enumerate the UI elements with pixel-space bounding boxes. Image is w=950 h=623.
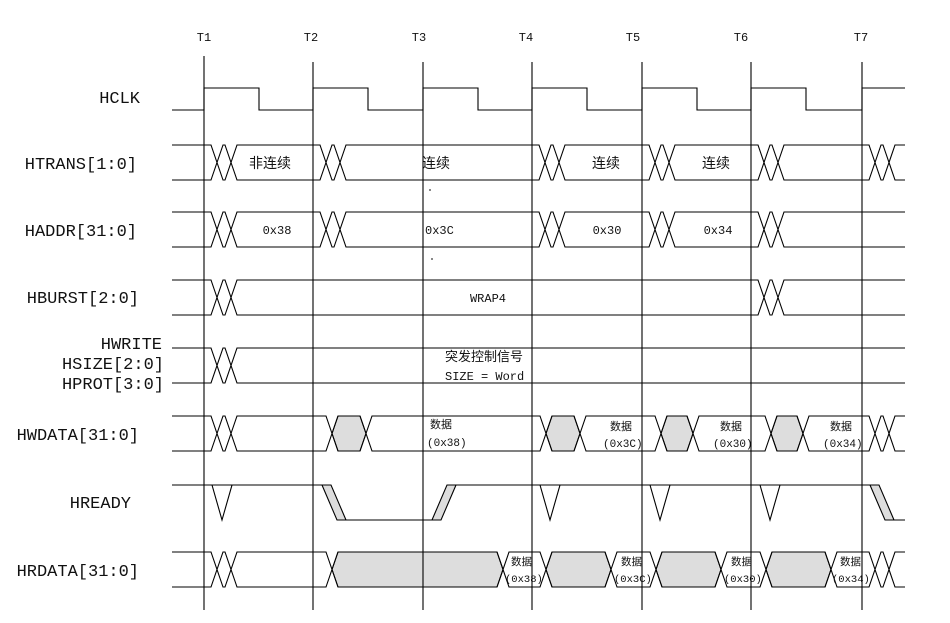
haddr-value: 0x30 [593,224,622,238]
time-marker-t2: T2 [304,31,318,45]
haddr-bus-bottom [172,211,905,248]
clock-edge-lines [203,56,863,610]
signal-label-hwrite: HWRITE [101,336,162,355]
hwdata-bus-top [172,415,905,452]
hwdata-value: (0x38) [427,438,467,450]
htrans-bus-bottom [172,144,905,181]
signal-label-hprot: HPROT[3:0] [62,376,164,395]
stray-mark [431,258,433,260]
haddr-row: 0x38 0x3C 0x30 0x34 [172,211,905,260]
hrdata-value-label: 数据 [731,555,752,569]
control-bus-bottom [172,347,905,384]
hwdata-invalid-region [545,415,581,452]
hwdata-value: (0x30) [713,439,753,451]
hburst-value: WRAP4 [470,292,506,306]
control-row: 突发控制信号 SIZE = Word [172,347,905,384]
hrdata-bus-bottom [172,551,905,588]
signal-labels: HCLK HTRANS[1:0] HADDR[31:0] HBURST[2:0]… [17,90,164,582]
hclk-waveform [172,87,905,111]
htrans-row: 非连续 连续 连续 连续 [172,144,905,191]
haddr-value: 0x3C [425,224,454,238]
hready-sample-marker [539,484,561,523]
time-marker-t6: T6 [734,31,748,45]
hrdata-invalid-region [765,551,832,588]
hburst-bus-top [172,279,905,316]
hwdata-invalid-region [660,415,694,452]
hwdata-value: (0x3C) [603,439,643,451]
hrdata-value: (0x3C) [614,574,652,586]
hready-sample-marker [649,484,671,523]
haddr-value: 0x34 [704,224,733,238]
hburst-bus-bottom [172,279,905,316]
time-marker-t3: T3 [412,31,426,45]
hwdata-value-label: 数据 [430,417,452,432]
hburst-row: WRAP4 [172,279,905,316]
time-marker-labels: T1 T2 T3 T4 T5 T6 T7 [197,31,868,45]
hwdata-invalid-region [770,415,804,452]
hwdata-value-label: 数据 [720,419,742,434]
hready-sample-marker [211,484,233,523]
hrdata-value-label: 数据 [511,555,532,569]
control-bus-top [172,347,905,384]
htrans-value: 非连续 [249,155,291,173]
signal-label-hwdata: HWDATA[31:0] [17,427,139,446]
hwdata-value-label: 数据 [830,419,852,434]
htrans-bus-top [172,144,905,181]
signal-label-haddr: HADDR[31:0] [25,223,137,242]
hwdata-value: (0x34) [823,439,863,451]
signal-label-hready: HREADY [70,495,131,514]
hready-row [172,484,905,523]
hrdata-invalid-region [545,551,612,588]
hrdata-invalid-region [655,551,722,588]
hready-falling-edge [321,484,347,521]
hrdata-invalid-region [331,551,504,588]
hwdata-value-label: 数据 [610,419,632,434]
signal-label-htrans: HTRANS[1:0] [25,156,137,175]
hrdata-value: (0x34) [832,574,870,586]
hclk-row [172,87,905,111]
hrdata-value-label: 数据 [840,555,861,569]
haddr-value: 0x38 [263,224,292,238]
time-marker-t4: T4 [519,31,533,45]
hready-sample-marker [759,484,781,523]
hready-rising-edge [431,484,457,521]
hrdata-row: 数据 (0x38) 数据 (0x3C) 数据 (0x30) 数据 (0x34) [172,551,905,588]
signal-label-hclk: HCLK [99,90,141,109]
htrans-value: 连续 [592,155,620,173]
control-value-size: SIZE = Word [445,370,524,384]
time-marker-t1: T1 [197,31,211,45]
time-marker-t7: T7 [854,31,868,45]
time-marker-t5: T5 [626,31,640,45]
stray-mark [429,189,431,191]
hrdata-value-label: 数据 [621,555,642,569]
hrdata-value: (0x30) [724,574,762,586]
hrdata-bus-top [172,551,905,588]
htrans-value: 连续 [422,155,450,173]
signal-label-hrdata: HRDATA[31:0] [17,563,139,582]
hrdata-value: (0x38) [505,574,543,586]
hready-falling-edge [869,484,895,521]
hwdata-bus-bottom [172,415,905,452]
signal-label-hburst: HBURST[2:0] [27,290,139,309]
control-value-burst-signals: 突发控制信号 [445,349,523,365]
hwdata-invalid-region [331,415,367,452]
htrans-value: 连续 [702,155,730,173]
signal-label-hsize: HSIZE[2:0] [62,356,164,375]
hwdata-row: 数据 (0x38) 数据 (0x3C) 数据 (0x30) 数据 (0x34) [172,415,905,452]
